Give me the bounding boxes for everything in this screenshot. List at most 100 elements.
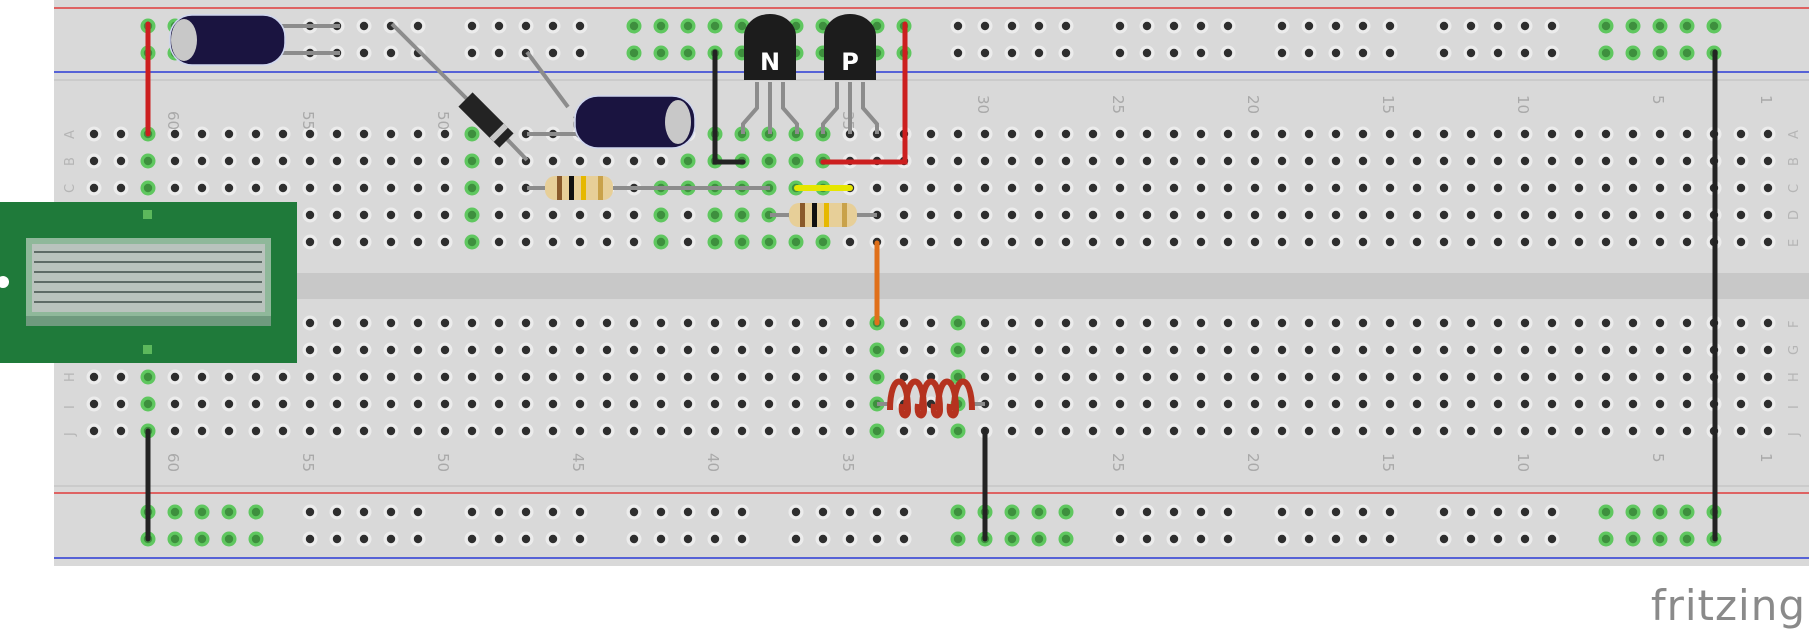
hole-g-59[interactable]: [1655, 345, 1665, 355]
rail-bottom-1-7-3[interactable]: [1358, 534, 1368, 544]
hole-b-41[interactable]: [1169, 156, 1179, 166]
hole-h-50[interactable]: [1412, 372, 1422, 382]
hole-c-39[interactable]: [1115, 183, 1125, 193]
hole-e-25[interactable]: [737, 237, 747, 247]
hole-i-44[interactable]: [1250, 399, 1260, 409]
hole-b-26[interactable]: [764, 156, 774, 166]
hole-c-34[interactable]: [980, 183, 990, 193]
hole-f-17[interactable]: [521, 318, 531, 328]
rail-bottom-0-6-4[interactable]: [1223, 507, 1233, 517]
hole-g-31[interactable]: [899, 345, 909, 355]
rail-bottom-1-8-2[interactable]: [1493, 534, 1503, 544]
hole-a-60[interactable]: [1682, 129, 1692, 139]
hole-e-16[interactable]: [494, 237, 504, 247]
hole-b-5[interactable]: [197, 156, 207, 166]
rail-bottom-0-7-1[interactable]: [1304, 507, 1314, 517]
rail-top-1-7-4[interactable]: [1385, 48, 1395, 58]
hole-d-45[interactable]: [1277, 210, 1287, 220]
rail-top-1-5-2[interactable]: [1007, 48, 1017, 58]
hole-d-47[interactable]: [1331, 210, 1341, 220]
hole-g-26[interactable]: [764, 345, 774, 355]
hole-c-11[interactable]: [359, 183, 369, 193]
transistor-npn[interactable]: N: [741, 14, 799, 134]
hole-a-45[interactable]: [1277, 129, 1287, 139]
hole-i-27[interactable]: [791, 399, 801, 409]
hole-c-56[interactable]: [1574, 183, 1584, 193]
hole-i-24[interactable]: [710, 399, 720, 409]
rail-bottom-1-7-2[interactable]: [1331, 534, 1341, 544]
hole-j-15[interactable]: [467, 426, 477, 436]
rail-top-1-9-3[interactable]: [1682, 48, 1692, 58]
rail-bottom-1-2-0[interactable]: [467, 534, 477, 544]
rail-top-0-5-4[interactable]: [1061, 21, 1071, 31]
hole-h-42[interactable]: [1196, 372, 1206, 382]
rail-top-0-6-3[interactable]: [1196, 21, 1206, 31]
rail-top-1-2-3[interactable]: [548, 48, 558, 58]
hole-e-40[interactable]: [1142, 237, 1152, 247]
rail-top-1-8-2[interactable]: [1493, 48, 1503, 58]
rail-top-1-5-1[interactable]: [980, 48, 990, 58]
hole-d-55[interactable]: [1547, 210, 1557, 220]
rail-top-1-3-0[interactable]: [629, 48, 639, 58]
rail-bottom-0-1-1[interactable]: [332, 507, 342, 517]
hole-c-50[interactable]: [1412, 183, 1422, 193]
rail-top-1-8-4[interactable]: [1547, 48, 1557, 58]
rail-bottom-0-5-2[interactable]: [1007, 507, 1017, 517]
rail-bottom-1-2-3[interactable]: [548, 534, 558, 544]
hole-f-41[interactable]: [1169, 318, 1179, 328]
rail-bottom-1-8-1[interactable]: [1466, 534, 1476, 544]
hole-a-54[interactable]: [1520, 129, 1530, 139]
rail-top-0-9-3[interactable]: [1682, 21, 1692, 31]
hole-e-11[interactable]: [359, 237, 369, 247]
hole-j-31[interactable]: [899, 426, 909, 436]
rail-bottom-0-4-1[interactable]: [818, 507, 828, 517]
hole-g-44[interactable]: [1250, 345, 1260, 355]
rail-bottom-1-4-0[interactable]: [791, 534, 801, 544]
rail-top-1-9-1[interactable]: [1628, 48, 1638, 58]
hole-d-49[interactable]: [1385, 210, 1395, 220]
hole-j-47[interactable]: [1331, 426, 1341, 436]
rail-bottom-1-1-2[interactable]: [359, 534, 369, 544]
hole-a-48[interactable]: [1358, 129, 1368, 139]
hole-i-54[interactable]: [1520, 399, 1530, 409]
hole-e-58[interactable]: [1628, 237, 1638, 247]
rail-bottom-1-9-2[interactable]: [1655, 534, 1665, 544]
hole-g-45[interactable]: [1277, 345, 1287, 355]
hole-j-24[interactable]: [710, 426, 720, 436]
hole-f-32[interactable]: [926, 318, 936, 328]
hole-c-47[interactable]: [1331, 183, 1341, 193]
hole-b-2[interactable]: [116, 156, 126, 166]
rail-top-0-8-3[interactable]: [1520, 21, 1530, 31]
rail-top-0-7-2[interactable]: [1331, 21, 1341, 31]
hole-a-41[interactable]: [1169, 129, 1179, 139]
hole-i-43[interactable]: [1223, 399, 1233, 409]
hole-b-40[interactable]: [1142, 156, 1152, 166]
rail-top-0-7-4[interactable]: [1385, 21, 1395, 31]
hole-a-55[interactable]: [1547, 129, 1557, 139]
hole-h-15[interactable]: [467, 372, 477, 382]
hole-h-4[interactable]: [170, 372, 180, 382]
hole-f-33[interactable]: [953, 318, 963, 328]
inductor-coil[interactable]: [877, 378, 985, 419]
hole-b-9[interactable]: [305, 156, 315, 166]
rail-bottom-1-8-4[interactable]: [1547, 534, 1557, 544]
hole-f-44[interactable]: [1250, 318, 1260, 328]
hole-i-47[interactable]: [1331, 399, 1341, 409]
hole-g-43[interactable]: [1223, 345, 1233, 355]
rail-bottom-1-8-3[interactable]: [1520, 534, 1530, 544]
hole-i-5[interactable]: [197, 399, 207, 409]
hole-d-58[interactable]: [1628, 210, 1638, 220]
rail-top-1-2-4[interactable]: [575, 48, 585, 58]
hole-f-34[interactable]: [980, 318, 990, 328]
hole-f-19[interactable]: [575, 318, 585, 328]
rail-bottom-1-2-2[interactable]: [521, 534, 531, 544]
hole-j-56[interactable]: [1574, 426, 1584, 436]
hole-c-43[interactable]: [1223, 183, 1233, 193]
hole-j-50[interactable]: [1412, 426, 1422, 436]
hole-g-35[interactable]: [1007, 345, 1017, 355]
hole-b-55[interactable]: [1547, 156, 1557, 166]
rail-bottom-0-9-2[interactable]: [1655, 507, 1665, 517]
rail-bottom-0-3-3[interactable]: [710, 507, 720, 517]
hole-c-42[interactable]: [1196, 183, 1206, 193]
hole-b-12[interactable]: [386, 156, 396, 166]
